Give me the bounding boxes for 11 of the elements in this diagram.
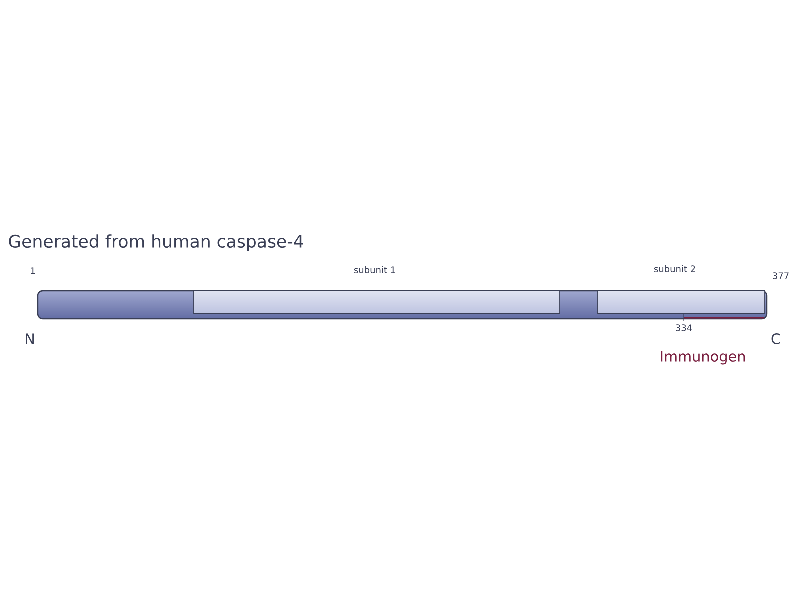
domain-box: subunit 1: [194, 266, 560, 314]
node-label: subunit 2: [654, 266, 696, 272]
label: 377: [773, 272, 789, 280]
domain-box: subunit 2: [598, 266, 766, 314]
label: 1: [31, 268, 36, 274]
label: Immunogen: [661, 351, 746, 365]
label: N: [26, 334, 34, 344]
label: C: [772, 334, 780, 344]
title: Generated from human caspase-4: [9, 234, 304, 252]
node-label: subunit 1: [354, 266, 396, 274]
label: 334: [676, 324, 692, 332]
